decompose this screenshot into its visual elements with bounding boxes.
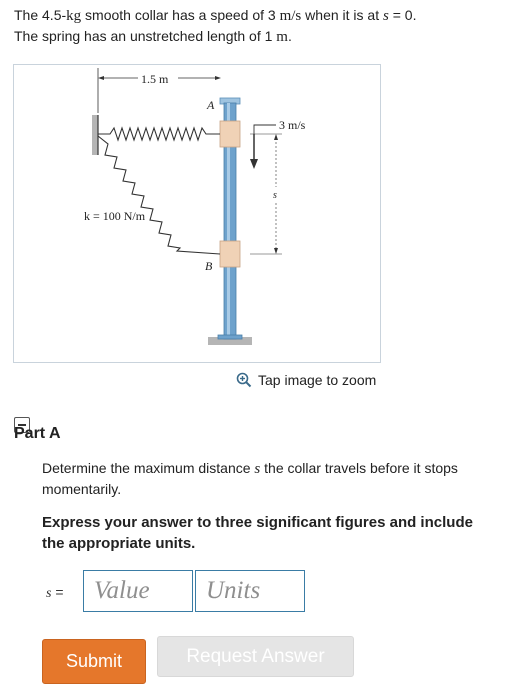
part-title: Part A [14,425,61,442]
answer-label: s = [46,584,64,601]
s-arrow-top [274,134,278,140]
problem-statement: The 4.5-kg smooth collar has a speed of … [14,5,499,47]
s-label: s [273,190,277,201]
zoom-in-icon [236,372,252,388]
velocity-leader [253,124,276,134]
units-input[interactable] [195,570,305,612]
spring-stretched [97,135,221,255]
problem-line-2: The spring has an unstretched length of … [14,28,292,45]
velocity-arrowhead [250,159,258,169]
value-input[interactable] [83,570,193,612]
request-answer-button[interactable]: Request Answer [157,636,354,677]
bottom-support [208,337,252,345]
label-b: B [205,259,213,273]
dim-arrow-right [215,76,221,80]
spring-constant-label: k = 100 N/m [84,209,146,223]
spring-initial [98,126,220,142]
collar-a [219,120,241,148]
dim-label: 1.5 m [141,72,169,86]
submit-button[interactable]: Submit [42,639,146,684]
question-text: Determine the maximum distance s the col… [42,460,458,497]
dim-arrow-left [98,76,104,80]
speed-label: 3 m/s [279,118,306,132]
s-arrow-bottom [274,248,278,254]
collar-spring-diagram: 1.5 m A B k = 100 N/m 3 m/s s [84,68,306,345]
wall [92,115,98,155]
zoom-label: Tap image to zoom [258,372,377,388]
collapse-part-toggle[interactable] [14,417,30,433]
collar-b [219,240,241,268]
problem-figure[interactable]: 1.5 m A B k = 100 N/m 3 m/s s [13,64,381,363]
label-a: A [206,98,215,112]
answer-instruction: Express your answer to three significant… [42,514,473,552]
problem-line-1: The 4.5-kg smooth collar has a speed of … [14,7,417,24]
rod-highlight [227,103,230,339]
tap-to-zoom[interactable]: Tap image to zoom [236,372,376,388]
rod-base [217,334,243,340]
